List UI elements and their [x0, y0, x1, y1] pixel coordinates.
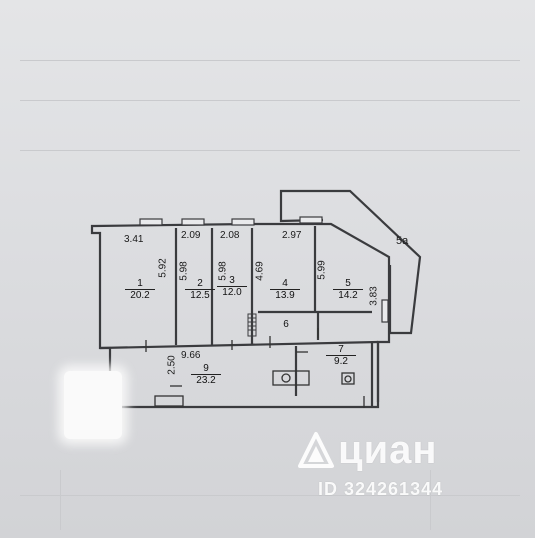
room-area: 14.2 — [338, 290, 358, 301]
outer-wall — [90, 222, 391, 409]
window — [299, 216, 323, 224]
window — [139, 218, 163, 226]
balcony-label: 5а — [396, 235, 409, 247]
stove — [341, 372, 355, 385]
room-area: 20.2 — [130, 290, 150, 301]
sheet-line — [20, 60, 520, 61]
wall-dim-room1: 5.92 — [157, 258, 169, 278]
window — [181, 218, 205, 226]
shaft — [247, 313, 257, 337]
sink — [281, 373, 291, 383]
room-3-label: 3 12.0 — [217, 275, 247, 298]
room-number: 7 — [326, 344, 356, 356]
room-7-label: 7 9.2 — [326, 344, 356, 367]
sheet-line — [430, 470, 431, 530]
window — [381, 299, 389, 323]
wall-dim-room4: 4.69 — [254, 261, 266, 281]
photo-glare — [64, 371, 122, 439]
room-number: 1 — [125, 278, 155, 290]
wall-dim-room5: 5.99 — [316, 260, 328, 280]
wall-dim-hall: 2.50 — [166, 355, 178, 375]
entrance-fixture — [154, 395, 184, 407]
balcony-outline — [279, 189, 422, 335]
room-number: 9 — [191, 363, 221, 375]
wall-dim-top-4: 2.97 — [282, 230, 302, 241]
room-4-label: 4 13.9 — [270, 278, 300, 301]
cian-logo-icon — [298, 432, 334, 468]
room-2-label: 2 12.5 — [185, 278, 215, 301]
sheet-line — [20, 100, 520, 101]
sheet-line — [60, 470, 61, 530]
room-area: 23.2 — [196, 375, 216, 386]
watermark-brand: циан — [338, 428, 438, 472]
room-area: 12.5 — [190, 290, 210, 301]
room-number: 4 — [270, 278, 300, 290]
wall-dim-top-1: 3.41 — [124, 234, 144, 245]
burner — [344, 375, 352, 383]
sheet-line — [20, 495, 520, 496]
wall-dim-top-3: 2.08 — [220, 230, 240, 241]
room-6-label: 6 — [271, 319, 301, 330]
wall-dim-corridor: 9.66 — [181, 350, 201, 361]
room-9-label: 9 23.2 — [191, 363, 221, 386]
sheet-line — [20, 150, 520, 151]
window — [231, 218, 255, 226]
room-1-label: 1 20.2 — [125, 278, 155, 301]
wall-dim-right: 3.83 — [368, 286, 380, 306]
bathtub — [272, 370, 310, 386]
room-area: 9.2 — [334, 356, 348, 367]
room-number: 6 — [283, 319, 289, 330]
room-area: 13.9 — [275, 290, 295, 301]
watermark-id: ID 324261344 — [318, 479, 444, 499]
room-area: 12.0 — [222, 287, 242, 298]
room-5-label: 5 14.2 — [333, 278, 363, 301]
room-number: 2 — [185, 278, 215, 290]
room-number: 5 — [333, 278, 363, 290]
room-number: 3 — [217, 275, 247, 287]
wall-dim-top-2: 2.09 — [181, 230, 201, 241]
